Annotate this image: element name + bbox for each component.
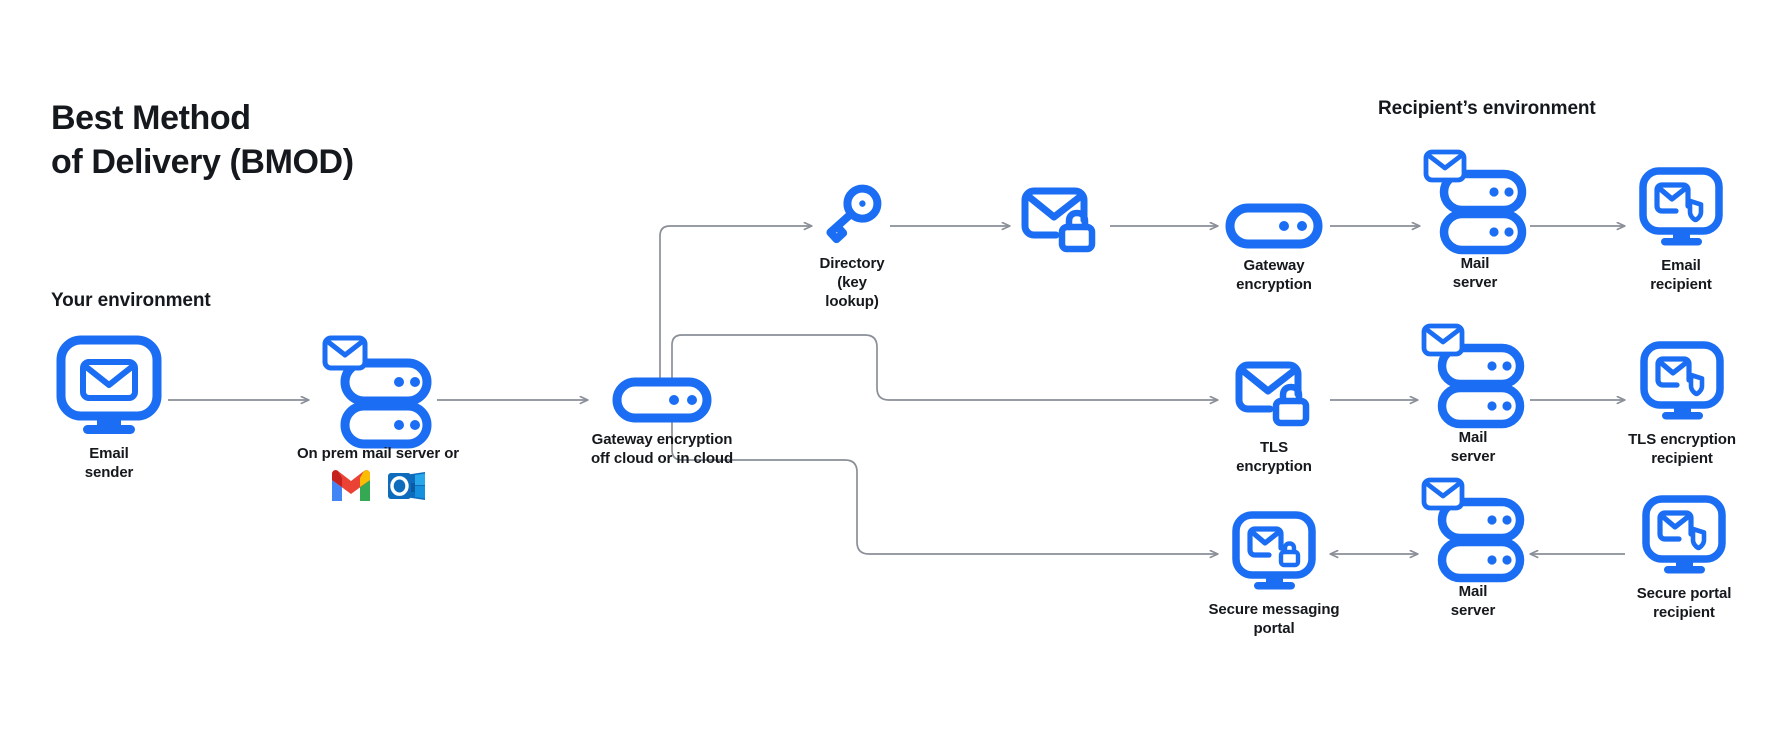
node-mail-server-row3-label: Mail server xyxy=(1450,583,1496,619)
node-secure-portal-recipient-label: Secure portal recipient xyxy=(1636,585,1732,621)
node-secure-portal-label: Secure messaging portal xyxy=(1208,601,1340,637)
recipients-environment-heading: Recipient’s environment xyxy=(1378,98,1596,119)
node-gateway-encryption-label: Gateway encryption xyxy=(1236,257,1312,293)
node-tls-recipient-label: TLS encryption recipient xyxy=(1628,431,1736,467)
node-tls-encryption[interactable]: TLS encryption xyxy=(1218,358,1330,476)
mail-server-icon xyxy=(1418,323,1528,429)
mail-server-icon xyxy=(319,335,437,449)
node-mail-server-row1-label: Mail server xyxy=(1452,255,1498,291)
monitor-envelope-lock-icon xyxy=(1231,511,1317,592)
monitor-envelope-shield-icon xyxy=(1638,167,1724,248)
node-directory-label: Directory (key lookup) xyxy=(819,255,885,310)
node-on-prem-label: On prem mail server or xyxy=(296,445,460,462)
page-title: Best Method of Delivery (BMOD) xyxy=(51,96,571,184)
your-environment-heading: Your environment xyxy=(51,290,211,311)
node-secure-messaging-portal[interactable]: Secure messaging portal xyxy=(1200,511,1348,638)
monitor-envelope-shield-icon xyxy=(1639,341,1725,422)
node-gateway-encryption-center[interactable]: Gateway encryption off cloud or in cloud xyxy=(562,377,762,468)
node-mail-server-row3[interactable]: Mail server xyxy=(1418,477,1528,620)
node-email-recipient-label: Email recipient xyxy=(1650,257,1712,293)
monitor-envelope-icon xyxy=(55,335,163,436)
envelope-lock-icon xyxy=(1234,358,1314,430)
node-encrypted-email[interactable] xyxy=(1010,184,1110,264)
node-directory-key-lookup[interactable]: Directory (key lookup) xyxy=(812,180,892,311)
key-icon xyxy=(814,180,890,246)
node-secure-portal-recipient[interactable]: Secure portal recipient xyxy=(1618,495,1750,622)
node-on-prem-mail-server[interactable]: On prem mail server or xyxy=(262,335,494,503)
monitor-envelope-shield-icon xyxy=(1641,495,1727,576)
mail-server-icon xyxy=(1420,149,1530,255)
gmail-logo xyxy=(329,469,373,503)
node-mail-server-row1[interactable]: Mail server xyxy=(1420,149,1530,292)
envelope-lock-icon xyxy=(1020,184,1100,256)
node-email-recipient[interactable]: Email recipient xyxy=(1625,167,1737,294)
outlook-logo xyxy=(387,469,427,503)
server-icon xyxy=(1225,203,1323,249)
node-mail-server-row2[interactable]: Mail server xyxy=(1418,323,1528,466)
node-mail-server-row2-label: Mail server xyxy=(1450,429,1496,465)
node-tls-encryption-recipient[interactable]: TLS encryption recipient xyxy=(1612,341,1752,468)
page-title-line-1: Best Method xyxy=(51,99,251,137)
node-tls-encryption-label: TLS encryption xyxy=(1236,439,1312,475)
mail-server-icon xyxy=(1418,477,1528,583)
page-title-line-2: of Delivery (BMOD) xyxy=(51,143,354,181)
node-gateway-center-label: Gateway encryption off cloud or in cloud xyxy=(590,431,734,467)
mail-client-logos xyxy=(329,469,427,503)
node-email-sender[interactable]: Email sender xyxy=(51,335,167,482)
node-gateway-encryption[interactable]: Gateway encryption xyxy=(1218,203,1330,294)
server-icon xyxy=(612,377,712,423)
node-email-sender-label: Email sender xyxy=(84,445,134,481)
